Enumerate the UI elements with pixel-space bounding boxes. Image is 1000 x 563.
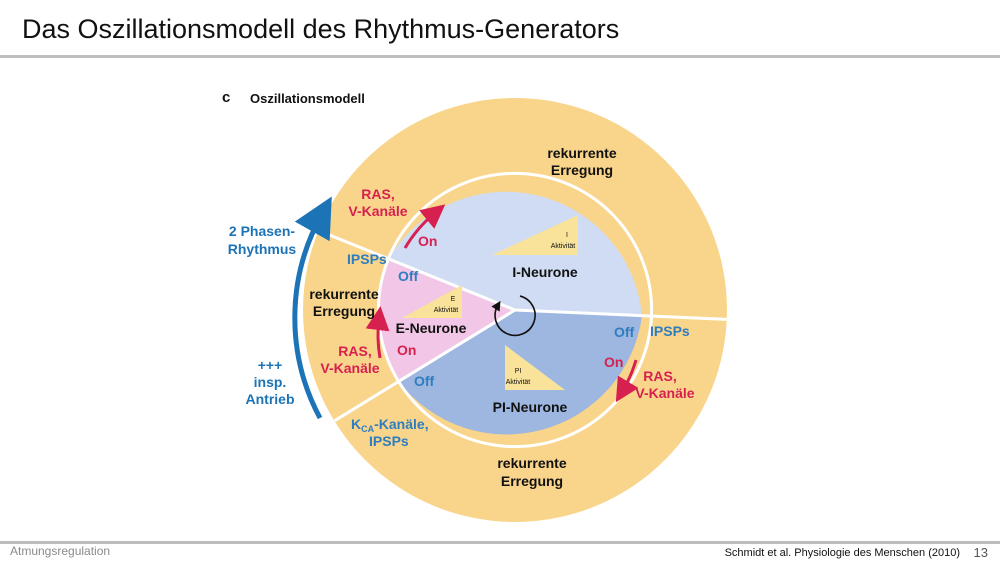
i-triangle-label-top: I: [566, 232, 568, 239]
pi-activity-triangle: [505, 345, 565, 390]
on-arrow-top-icon: [403, 204, 446, 249]
ras-right-line2: V-Kanäle: [635, 385, 694, 401]
on-label-left: On: [397, 342, 416, 358]
off-label-upper-left: Off: [398, 268, 419, 284]
ras-right-line1: RAS,: [643, 368, 676, 384]
recurrent-excitation-top-line1: rekurrente: [547, 145, 616, 161]
ras-top-line2: V-Kanäle: [348, 203, 407, 219]
divider-right: [514, 308, 727, 321]
recurrent-excitation-left-line1: rekurrente: [309, 286, 378, 302]
ras-left-line1: RAS,: [338, 343, 371, 359]
i-neurone-label: I-Neurone: [512, 264, 578, 280]
title-divider: [0, 55, 1000, 58]
pi-triangle-label-top: PI: [515, 368, 522, 375]
e-activity-triangle: [402, 285, 462, 318]
on-arrow-right-icon: [615, 359, 639, 403]
on-label-top: On: [418, 233, 437, 249]
recurrent-excitation-bottom-line1: rekurrente: [497, 455, 566, 471]
i-activity-triangle: [492, 215, 578, 255]
pi-neurone-label: PI-Neurone: [493, 399, 568, 415]
ipsps-right-label: IPSPs: [650, 323, 690, 339]
kca-ipsps-line2: IPSPs: [369, 433, 409, 449]
e-neurone-label: E-Neurone: [396, 320, 467, 336]
rotation-arrow-icon: [491, 295, 536, 337]
insp-drive-line1: +++: [258, 357, 283, 373]
ras-left-line2: V-Kanäle: [320, 360, 379, 376]
divider-lower-left: [333, 308, 516, 422]
recurrent-excitation-left-line2: Erregung: [313, 303, 375, 319]
panel-title: Oszillationsmodell: [250, 91, 365, 106]
footer-section-label: Atmungsregulation: [10, 544, 111, 558]
e-neurone-sector: [378, 258, 515, 382]
e-triangle-label-top: E: [451, 296, 456, 303]
slide-title: Das Oszillationsmodell des Rhythmus-Gene…: [22, 14, 620, 44]
ras-top-line1: RAS,: [361, 186, 394, 202]
panel-letter: c: [222, 89, 230, 106]
pi-triangle-label-bottom: Aktivität: [506, 379, 531, 386]
ipsps-left-label: IPSPs: [347, 251, 387, 267]
on-arrow-left-icon: [365, 306, 390, 359]
off-label-right: Off: [614, 324, 635, 340]
insp-drive-line2: insp.: [254, 374, 287, 390]
e-triangle-label-bottom: Aktivität: [434, 307, 459, 314]
recurrent-excitation-top-line2: Erregung: [551, 162, 613, 178]
kca-channels-line1: KCA-Kanäle,: [351, 416, 429, 434]
footer-divider: [0, 541, 1000, 544]
on-label-right: On: [604, 354, 623, 370]
two-phase-rhythm-line1: 2 Phasen-: [229, 223, 295, 239]
two-phase-rhythm-arrow-icon: [292, 196, 332, 420]
insp-drive-line3: Antrieb: [246, 391, 295, 407]
footer-citation: Schmidt et al. Physiologie des Menschen …: [724, 547, 960, 559]
i-triangle-label-bottom: Aktivität: [551, 243, 576, 250]
divider-upper-left: [318, 229, 516, 312]
off-label-lower-left: Off: [414, 373, 435, 389]
page-number: 13: [973, 545, 988, 560]
recurrent-excitation-bottom-line2: Erregung: [501, 473, 563, 489]
two-phase-rhythm-line2: Rhythmus: [228, 241, 297, 257]
